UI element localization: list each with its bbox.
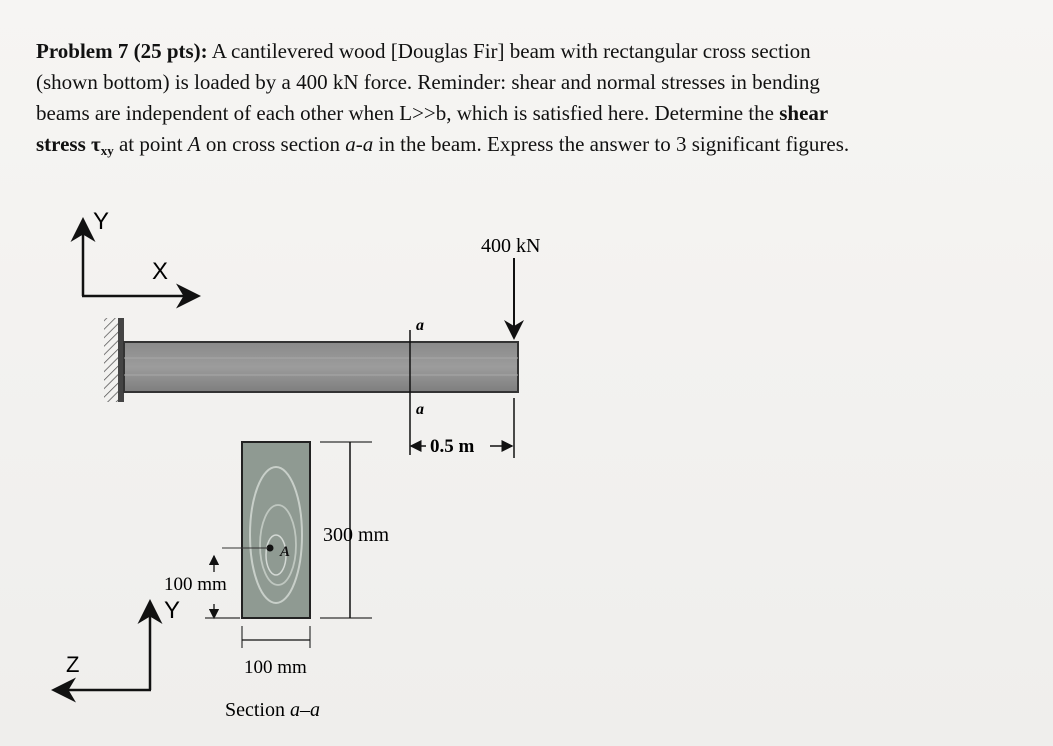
section-mark-bottom: a — [416, 401, 424, 418]
point-a-label: A — [279, 544, 290, 560]
section-axes: Y Z — [51, 597, 180, 703]
cross-section-rect — [241, 441, 311, 619]
wall-hatching — [104, 318, 118, 402]
problem-line-4-stress: stress — [36, 132, 92, 156]
cantilever-beam — [123, 341, 519, 393]
problem-line-3-bold: shear — [779, 101, 829, 125]
distance-dimension: 0.5 m — [409, 398, 515, 458]
problem-line-3: beams are independent of each other when… — [36, 101, 780, 125]
load-label: 400 kN — [481, 235, 540, 257]
section-y-axis-label: Y — [164, 597, 180, 624]
section-caption-text: Section — [225, 699, 290, 721]
problem-line-2: (shown bottom) is loaded by a 400 kN for… — [36, 70, 820, 94]
x-axis-label: X — [152, 258, 168, 285]
height-label: 300 mm — [323, 524, 390, 546]
section-z-axis-label: Z — [66, 652, 79, 677]
offset-label: 100 mm — [164, 574, 227, 595]
cross-section: A — [222, 441, 311, 619]
problem-statement: Problem 7 (25 pts): A cantilevered wood … — [36, 36, 1026, 162]
wall-plate — [118, 318, 124, 402]
tau-subscript: xy — [100, 143, 114, 158]
y-axis-label: Y — [93, 208, 109, 235]
wall-support — [104, 318, 124, 402]
tau-symbol: τ — [91, 132, 101, 156]
point-a-ref: A — [187, 132, 201, 156]
problem-line-4-b: at point — [113, 132, 188, 156]
problem-line-1: A cantilevered wood [Douglas Fir] beam w… — [207, 39, 811, 63]
section-caption: Section a–a — [225, 699, 320, 721]
problem-label: Problem 7 (25 pts): — [36, 39, 208, 63]
section-ref: a-a — [345, 132, 374, 156]
offset-dimension: 100 mm — [164, 554, 240, 620]
wood-grain-ring — [259, 504, 297, 586]
problem-line-4-d: in the beam. Express the answer to 3 sig… — [373, 132, 850, 156]
height-dimension: 300 mm — [320, 441, 390, 619]
section-mark-top: a — [416, 317, 424, 334]
section-cut: a a — [409, 317, 424, 455]
width-dimension: 100 mm — [241, 626, 311, 678]
beam-axes: Y X — [70, 208, 201, 309]
width-label: 100 mm — [244, 657, 307, 678]
wood-grain-ring — [265, 534, 287, 576]
point-load: 400 kN — [481, 235, 540, 340]
section-caption-name: a–a — [290, 699, 320, 721]
wood-grain-ring — [249, 466, 303, 604]
distance-label: 0.5 m — [430, 436, 475, 457]
problem-line-4-c: on cross section — [200, 132, 346, 156]
point-a-dot — [266, 544, 274, 552]
